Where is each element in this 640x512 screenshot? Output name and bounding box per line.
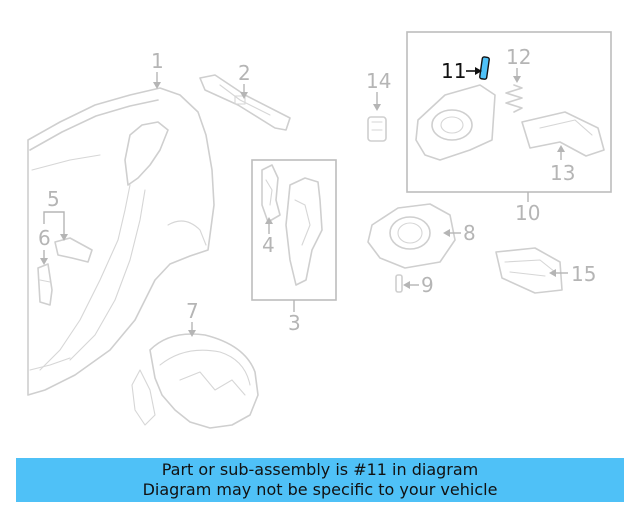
callout-6-label: 6 bbox=[38, 226, 51, 250]
part-4-bracket bbox=[261, 164, 281, 223]
callout-10: 10 bbox=[515, 192, 540, 225]
callout-3: 3 bbox=[288, 300, 301, 335]
caption-line-1: Part or sub-assembly is #11 in diagram bbox=[161, 460, 479, 479]
part-1-quarter-panel bbox=[27, 87, 215, 396]
caption-banner: Part or sub-assembly is #11 in diagram D… bbox=[16, 458, 624, 502]
callout-8-label: 8 bbox=[463, 221, 476, 245]
parts-diagram: 1 2 3 4 5 6 7 8 9 10 bbox=[27, 31, 612, 429]
callout-15-label: 15 bbox=[571, 262, 596, 286]
callout-2: 2 bbox=[238, 61, 251, 99]
callout-11: 11 bbox=[441, 59, 482, 83]
sub-assembly-10-box bbox=[406, 31, 612, 193]
part-12-spring bbox=[505, 84, 523, 113]
callout-6: 6 bbox=[38, 226, 51, 265]
callout-7-label: 7 bbox=[186, 299, 199, 323]
callout-1: 1 bbox=[151, 49, 164, 89]
part-3-reinforcement bbox=[285, 177, 323, 286]
callout-3-label: 3 bbox=[288, 311, 301, 335]
callout-11-label: 11 bbox=[441, 59, 466, 83]
callout-15: 15 bbox=[549, 262, 596, 286]
callout-1-label: 1 bbox=[151, 49, 164, 73]
callout-4: 4 bbox=[262, 217, 275, 257]
callout-14: 14 bbox=[366, 69, 391, 111]
part-5-bracket bbox=[54, 237, 93, 263]
part-6-bracket bbox=[37, 263, 53, 306]
callout-5-label: 5 bbox=[47, 187, 60, 211]
callout-2-label: 2 bbox=[238, 61, 251, 85]
part-15-panel bbox=[495, 247, 563, 294]
callout-12: 12 bbox=[506, 45, 531, 83]
callout-9-label: 9 bbox=[421, 273, 434, 297]
callout-7: 7 bbox=[186, 299, 199, 337]
part-11-highlighted bbox=[479, 56, 490, 80]
part-9-clip bbox=[395, 274, 403, 293]
callout-4-label: 4 bbox=[262, 233, 275, 257]
callout-8: 8 bbox=[443, 221, 476, 245]
callout-5: 5 bbox=[43, 187, 68, 241]
part-13-hinge bbox=[521, 111, 605, 157]
callout-14-label: 14 bbox=[366, 69, 391, 93]
callout-13: 13 bbox=[550, 145, 575, 185]
callout-12-label: 12 bbox=[506, 45, 531, 69]
callout-10-label: 10 bbox=[515, 201, 540, 225]
part-14-actuator bbox=[367, 116, 387, 142]
caption-line-2: Diagram may not be specific to your vehi… bbox=[142, 480, 498, 499]
callout-9: 9 bbox=[403, 273, 434, 297]
part-7-wheelhouse bbox=[131, 333, 259, 429]
callout-13-label: 13 bbox=[550, 161, 575, 185]
part-2-rail bbox=[199, 74, 291, 131]
part-10-fuel-door-housing bbox=[415, 84, 496, 161]
part-8-filler-pocket bbox=[367, 203, 456, 269]
